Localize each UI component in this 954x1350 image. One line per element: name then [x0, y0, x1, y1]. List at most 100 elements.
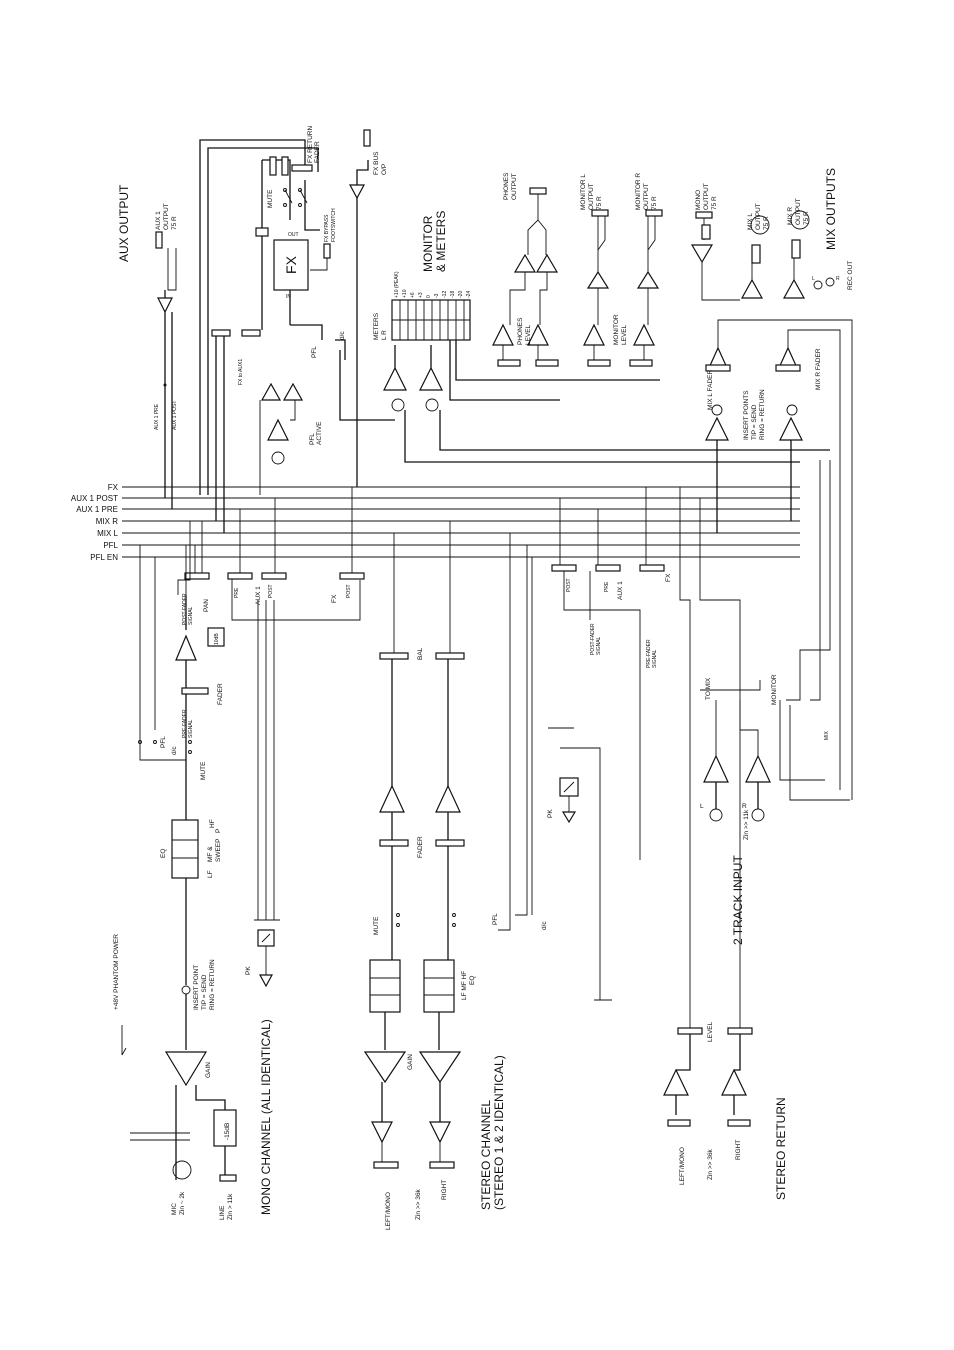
- monitor-level-label-1: MONITOR: [613, 314, 620, 345]
- mono-output-label-1: MONO: [695, 190, 702, 210]
- mix-l-output-label-3: 75 R: [763, 216, 770, 230]
- pfl-label-fx: PFL: [311, 346, 318, 358]
- rec-r-label: R: [836, 276, 840, 282]
- return-left-jack-icon: [667, 1119, 691, 1127]
- stereo-eq-box-l: [369, 959, 401, 1013]
- title-meters: & METERS: [434, 211, 448, 272]
- mono-output-label-2: OUTPUT: [703, 183, 710, 210]
- minus15db-box: [213, 1109, 237, 1147]
- bus-lines: [122, 486, 800, 558]
- aux-amp-icon: [157, 297, 173, 314]
- stereo-return-block: LEVEL LEFT/MONO Zin >> 36k RIGHT: [663, 487, 753, 1185]
- mix-l-output-label-2: OUTPUT: [755, 203, 762, 230]
- bus-label-aux1-pre: AUX 1 PRE: [76, 505, 118, 514]
- meter-scale-8: -20: [458, 291, 464, 298]
- insert-points-label-3: RING = RETURN: [759, 389, 766, 440]
- fx-out-label: OUT: [288, 232, 299, 238]
- mix-l-fader-label: MIX L FADER: [707, 369, 714, 410]
- mute-label-fx: MUTE: [267, 189, 274, 208]
- rca-r-icon: [751, 808, 765, 822]
- post-fader-signal-stereo-2: SIGNAL: [596, 636, 602, 655]
- fx-block: FX RETURN FADER MUTE FX OUT IN FX BYPASS…: [211, 126, 388, 495]
- aux1-pre-tag: AUX 1 PRE: [154, 403, 160, 430]
- bus-label-pfl-en: PFL EN: [90, 553, 118, 562]
- monitor-r-output-label-1: MONITOR R: [635, 173, 642, 210]
- bus-label-aux1-post: AUX 1 POST: [71, 494, 118, 503]
- title-mono-channel: MONO CHANNEL (ALL IDENTICAL): [259, 1019, 273, 1215]
- phantom-label: +48V PHANTOM POWER: [113, 934, 120, 1010]
- meter-scale-6: -12: [442, 291, 448, 298]
- insert-points-label-2: TIP = SEND: [751, 404, 758, 440]
- title-stereo-return: STEREO RETURN: [774, 1097, 788, 1200]
- pre-label-stereo: PRE: [604, 581, 610, 592]
- fx-bypass-label-1: FX BYPASS: [324, 214, 330, 242]
- pfl-active-label-2: ACTIVE: [316, 421, 323, 445]
- minus15db-label: -15dB: [224, 1123, 231, 1140]
- monitor-l-output-label-2: OUTPUT: [588, 183, 595, 210]
- left-mono-label: LEFT/MONO: [385, 1192, 392, 1230]
- phones-output-label-2: OUTPUT: [511, 173, 518, 200]
- fx-in-label: IN: [286, 294, 291, 300]
- meter-scale-4: 0: [426, 295, 432, 298]
- section-titles: AUX OUTPUT MONITOR & METERS MIX OUTPUTS …: [117, 168, 838, 1215]
- left-mono-jack-icon: [373, 1161, 399, 1169]
- pan-label: PAN: [203, 599, 210, 612]
- pre-fader-signal-stereo-2: SIGNAL: [652, 649, 658, 668]
- to-mix-label: TO MIX: [705, 677, 712, 700]
- mix-outputs-block: MONO OUTPUT 75 R MIX L OUTPUT 75 R MIX R…: [690, 183, 854, 800]
- hf-label-mono: HF: [209, 819, 216, 828]
- fx-return-fader-r-icon: [281, 156, 289, 176]
- zin-36k-label-return: Zin >> 36k: [707, 1149, 714, 1180]
- bus-label-fx: FX: [108, 483, 119, 492]
- pfl-label-mono: PFL: [160, 736, 167, 748]
- meter-scale-3: +3: [418, 292, 424, 298]
- monitor-r-jack-icon: [645, 209, 663, 217]
- title-stereo-channel: STEREO CHANNEL: [479, 1100, 493, 1210]
- meters-block: METERS L R +10 (PEAK) +10 +6 +3 0 -3 -12…: [339, 271, 830, 463]
- monitor-l-output-label-1: MONITOR L: [580, 174, 587, 210]
- title-aux-output: AUX OUTPUT: [117, 184, 131, 262]
- phones-monitor-block: PHONES OUTPUT MONITOR L OUTPUT 75 R MONI…: [492, 172, 663, 367]
- mix-r-output-label-3: 75 R: [803, 211, 810, 225]
- return-left-mono-label: LEFT/MONO: [679, 1147, 686, 1185]
- meter-scale-5: -3: [434, 293, 440, 298]
- mix-r-fader-label: MIX R FADER: [815, 348, 822, 390]
- aux1-output-label-1: AUX 1: [155, 211, 162, 230]
- mic-xlr-icon: [172, 1160, 192, 1180]
- fx-label-stereo: FX: [665, 573, 672, 582]
- rec-l-label: L: [812, 276, 815, 282]
- bal-label: BAL: [417, 647, 424, 660]
- insert-points-label-1: INSERT POINTS: [743, 390, 750, 440]
- bus-label-mix-l: MIX L: [97, 529, 118, 538]
- meter-scale-2: +6: [410, 292, 416, 298]
- pre-fader-signal-1: PRE-FADER: [182, 709, 188, 738]
- mix-l-output-label-1: MIX L: [747, 213, 754, 230]
- insert-point-label-2: TIP = SEND: [201, 974, 208, 1010]
- eq-label-stereo: EQ: [469, 976, 476, 985]
- mf-sweep-label-2: SWEEP: [215, 839, 222, 862]
- mono-amp-icon: [690, 244, 714, 264]
- level-label-return: LEVEL: [707, 1021, 714, 1042]
- title-monitor: MONITOR: [421, 215, 435, 272]
- mono-channel-block: PAN POST-FADER SIGNAL PRE AUX 1 POST FX …: [113, 487, 365, 1220]
- pre-fader-signal-stereo-1: PRE-FADER: [646, 639, 652, 668]
- mix-label-2track: MIX: [824, 730, 830, 740]
- post-fader-signal-stereo-1: POST-FADER: [590, 623, 596, 655]
- line-label-2: Zin > 11k: [227, 1193, 234, 1220]
- mute-label-stereo: MUTE: [373, 916, 380, 935]
- fx-bus-amp-icon: [348, 184, 366, 200]
- fx-bus-op-label-2: O/P: [381, 164, 388, 175]
- fader-label-mono: FADER: [217, 683, 224, 705]
- line-label-1: LINE: [219, 1205, 226, 1220]
- fader-label-stereo: FADER: [417, 836, 424, 858]
- xlr-r-icon: [790, 210, 810, 230]
- dc-label-mono: d/c: [171, 746, 178, 755]
- ten-db-box: [207, 627, 225, 647]
- meter-scale-9: -24: [466, 291, 472, 298]
- phones-output-label-1: PHONES: [503, 172, 510, 200]
- aux1-label-stereo: AUX 1: [617, 581, 624, 600]
- phones-level-label-1: PHONES: [517, 317, 524, 345]
- two-track-r-label: R: [742, 803, 747, 810]
- two-track-l-label: L: [700, 803, 704, 810]
